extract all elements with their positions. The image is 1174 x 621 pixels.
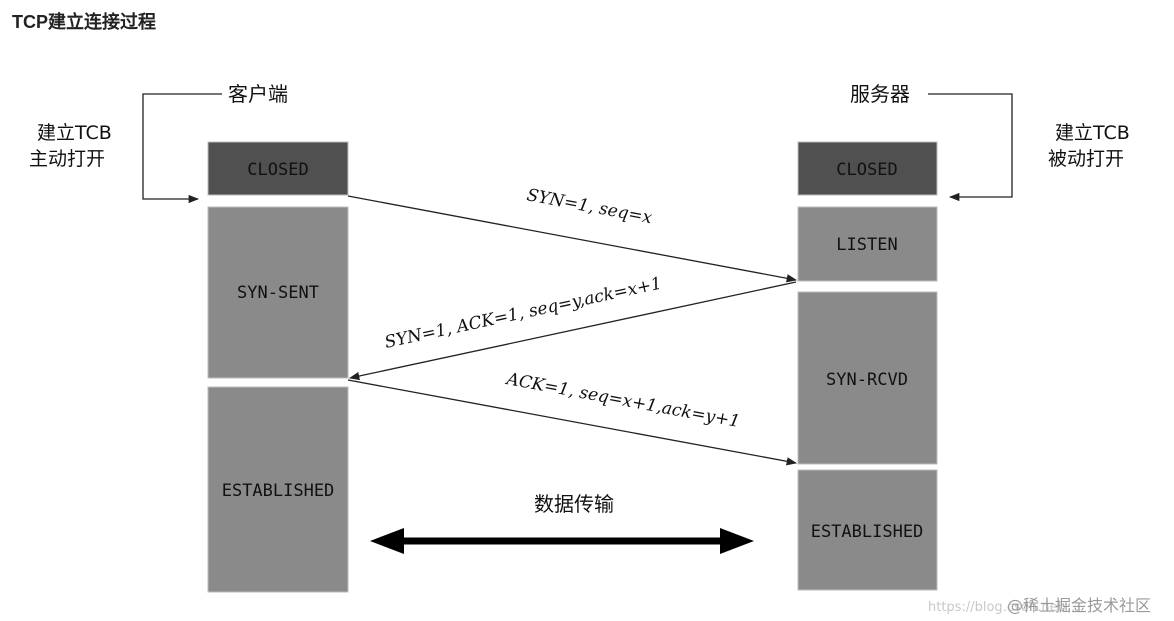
client-title: 客户端 (228, 82, 288, 106)
client-note-line1: 建立TCB (37, 122, 112, 144)
server-note-line2: 被动打开 (1048, 148, 1124, 170)
server-state-closed-label: CLOSED (836, 160, 897, 180)
data-transfer-label: 数据传输 (534, 492, 614, 516)
server-state-syn-rcvd (797, 291, 938, 465)
message-arrow-syn-ack (348, 281, 797, 381)
client-state-syn-sent-label: SYN-SENT (237, 283, 319, 303)
client-state-established-label: ESTABLISHED (222, 481, 335, 501)
client-state-syn-sent (207, 206, 349, 379)
server-state-syn-rcvd-label: SYN-RCVD (826, 370, 908, 390)
server-open-bracket (928, 93, 1013, 202)
data-transfer-arrowhead-left (370, 528, 404, 554)
client-open-bracket (142, 93, 222, 204)
server-state-listen (797, 206, 938, 282)
message-arrow-syn (347, 195, 798, 283)
message-label-ack: ACK=1, seq=x+1,ack=y+1 (503, 369, 741, 432)
client-state-closed-label: CLOSED (247, 160, 308, 180)
message-arrow-ack (347, 379, 798, 466)
watermark-url: https://blog.csdn.net/... (928, 600, 1079, 615)
server-state-closed (797, 141, 938, 196)
server-state-established (797, 469, 938, 591)
server-title: 服务器 (850, 82, 910, 106)
message-label-syn: SYN=1, seq=x (525, 185, 654, 228)
server-state-established-label: ESTABLISHED (811, 522, 924, 542)
server-state-listen-label: LISTEN (836, 235, 897, 255)
client-state-established (207, 386, 349, 593)
data-transfer-arrowhead-right (720, 528, 754, 554)
watermark-brand: @稀土掘金技术社区 (1007, 596, 1151, 615)
server-note-line1: 建立TCB (1055, 122, 1130, 144)
client-note-line2: 主动打开 (29, 148, 105, 170)
page-title: TCP建立连接过程 (12, 12, 156, 32)
client-state-closed (207, 141, 349, 196)
